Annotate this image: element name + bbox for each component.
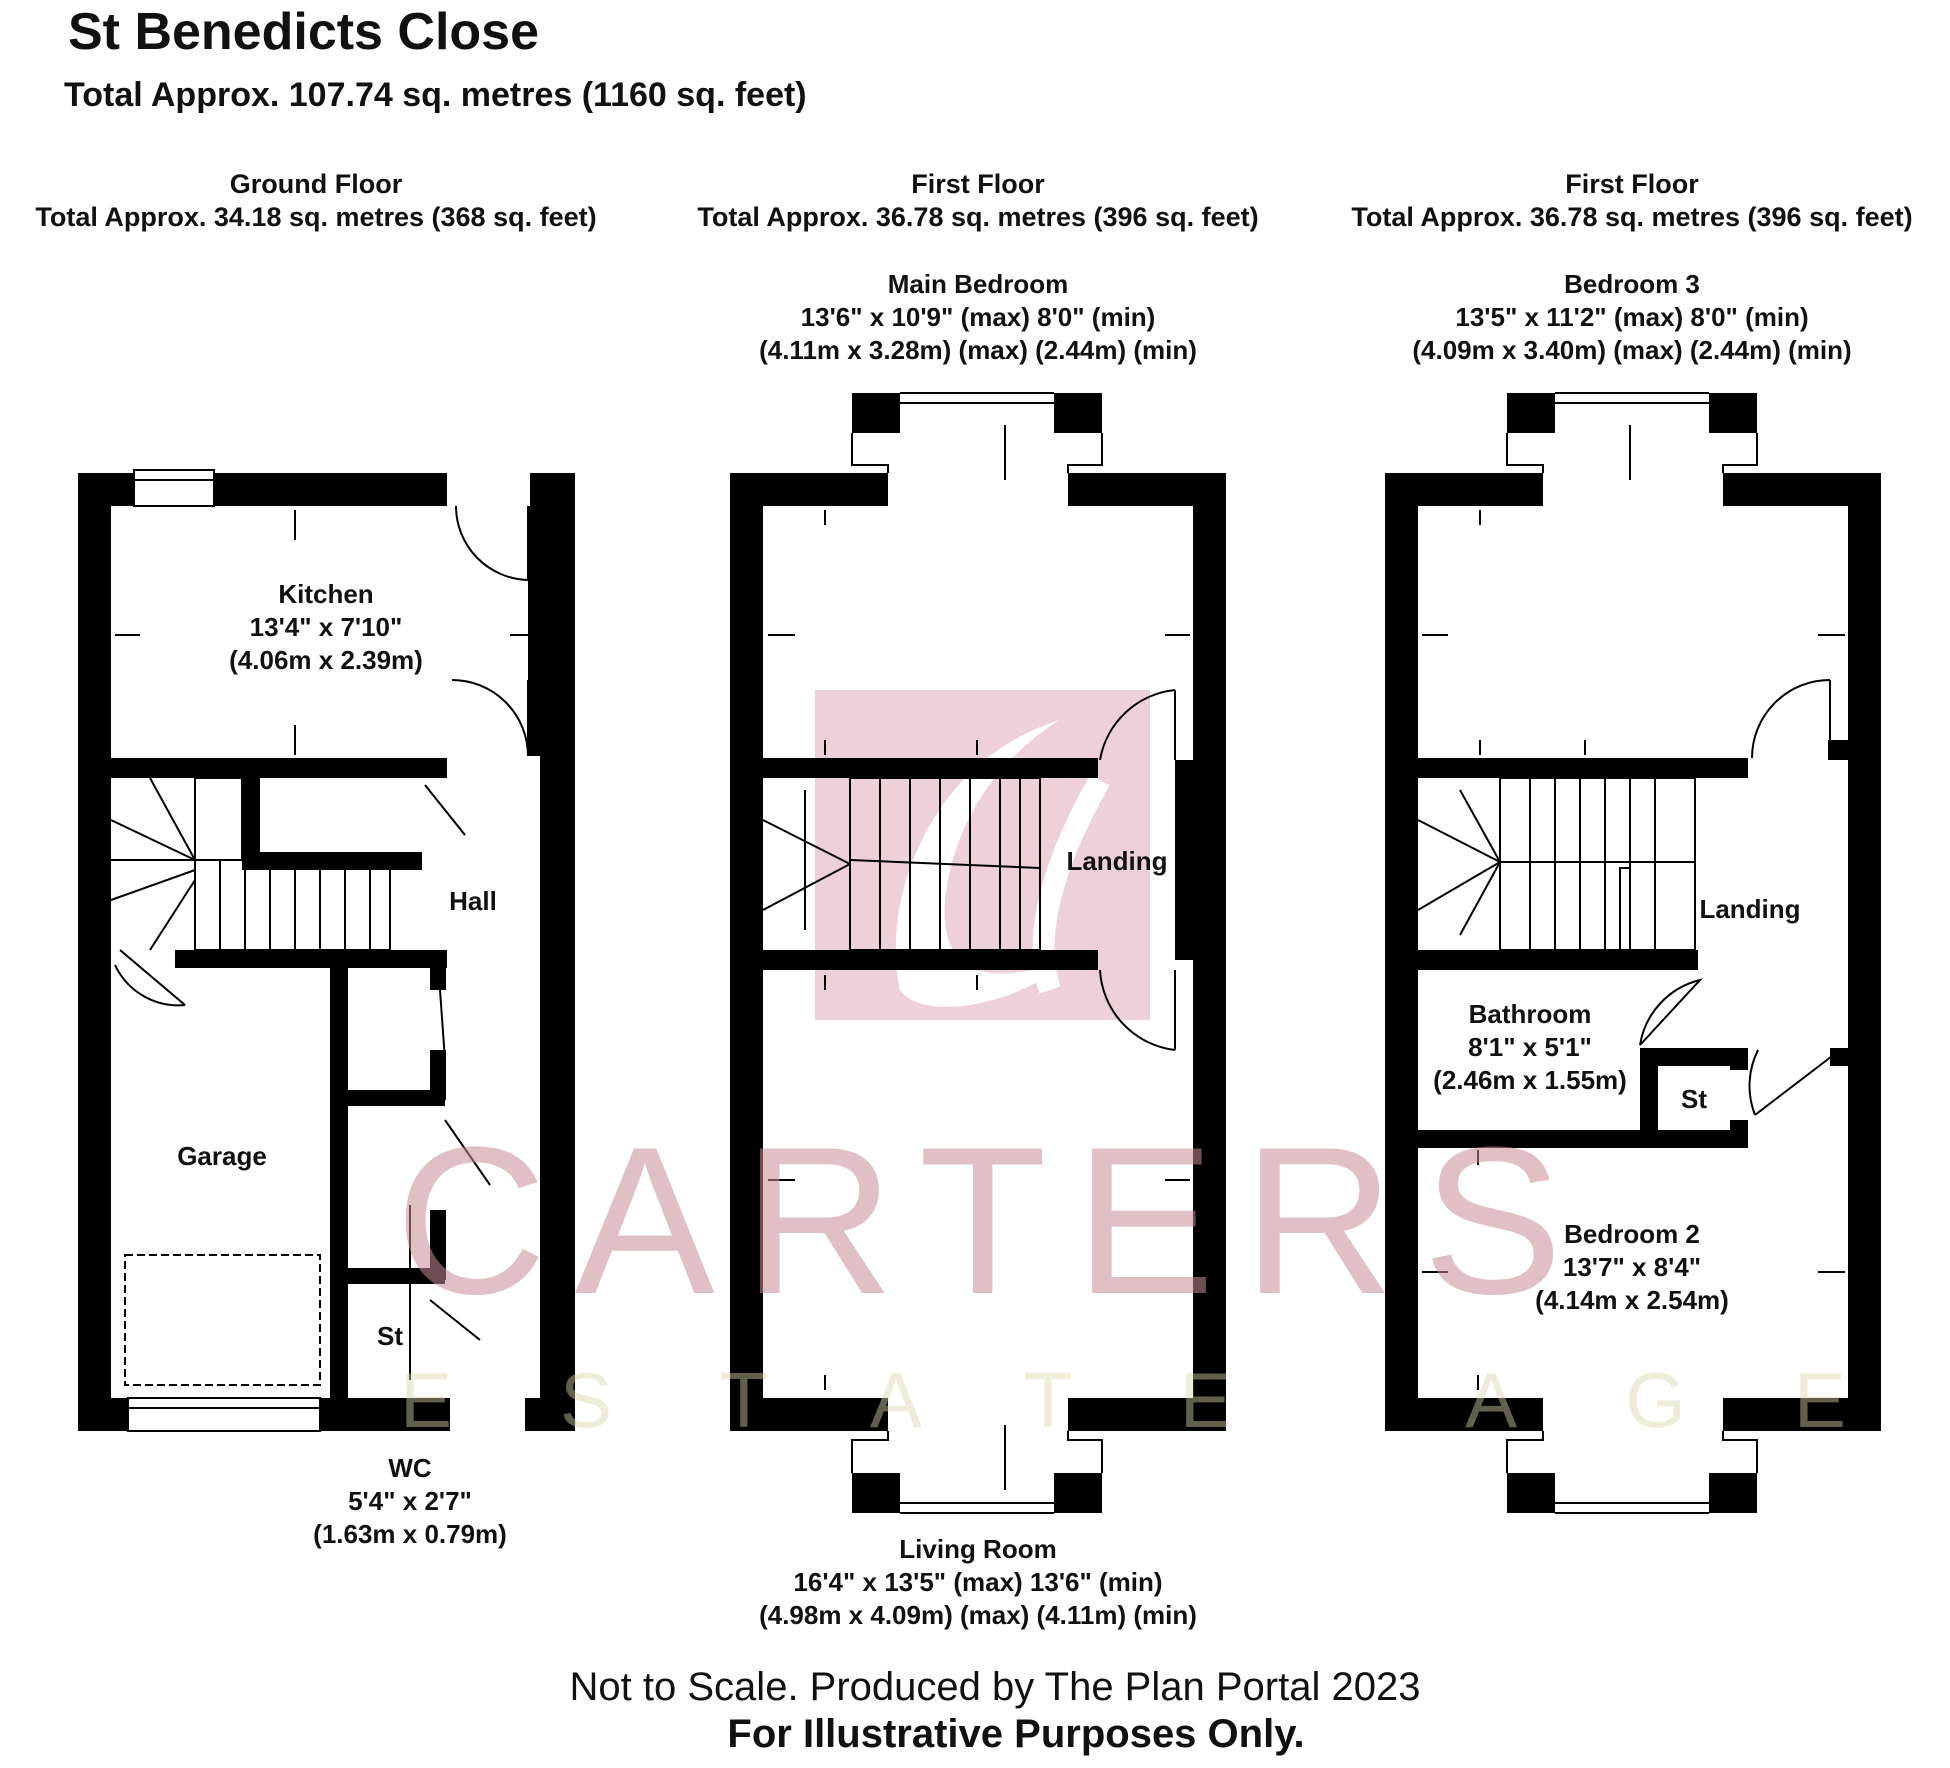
room-store-ground: St	[377, 1321, 403, 1351]
floor-area: Total Approx. 36.78 sq. metres (396 sq. …	[697, 202, 1259, 232]
room-dims-imperial: 13'7" x 8'4"	[1562, 1252, 1702, 1282]
floor-header-ground: Ground Floor Total Approx. 34.18 sq. met…	[35, 168, 596, 234]
watermark-tagline: ESTATE AGENTS	[400, 1356, 1950, 1444]
room-dims-metric: (4.14m x 2.54m)	[1535, 1285, 1729, 1315]
floor-area: Total Approx. 34.18 sq. metres (368 sq. …	[35, 202, 597, 232]
room-dims-metric: (4.11m x 3.28m) (max) (2.44m) (min)	[759, 335, 1197, 365]
room-kitchen: Kitchen 13'4" x 7'10" (4.06m x 2.39m)	[229, 578, 423, 677]
room-dims-imperial: 13'4" x 7'10"	[249, 612, 403, 642]
watermark-brand: CARTERS	[395, 1103, 1591, 1338]
room-name: Kitchen	[278, 579, 374, 609]
room-dims-imperial: 8'1" x 5'1"	[1468, 1032, 1592, 1062]
ground-floor-details	[110, 469, 535, 1432]
footer-disclaimer: Not to Scale. Produced by The Plan Porta…	[569, 1665, 1421, 1709]
room-landing-first-a: Landing	[1066, 846, 1168, 876]
floor-header-first-b: First Floor Total Approx. 36.78 sq. metr…	[1351, 168, 1912, 234]
room-dims-imperial: 13'5" x 11'2" (max) 8'0" (min)	[1455, 302, 1809, 332]
first-floor-plan-b	[1385, 393, 1881, 1513]
room-name: WC	[388, 1453, 432, 1483]
floor-name: First Floor	[1565, 169, 1699, 199]
room-dims-imperial: 16'4" x 13'5" (max) 13'6" (min)	[793, 1567, 1163, 1597]
room-name: Living Room	[899, 1534, 1057, 1564]
first-floor-plan-a	[730, 393, 1226, 1513]
room-dims-metric: (4.06m x 2.39m)	[229, 645, 423, 675]
room-landing-first-b: Landing	[1699, 894, 1801, 924]
room-bedroom-2: Bedroom 2 13'7" x 8'4" (4.14m x 2.54m)	[1535, 1218, 1729, 1317]
floor-header-first-a: First Floor Total Approx. 36.78 sq. metr…	[697, 168, 1258, 234]
room-name: Bedroom 3	[1564, 269, 1700, 299]
room-dims-metric: (2.46m x 1.55m)	[1433, 1065, 1627, 1095]
page-title: St Benedicts Close	[68, 3, 540, 61]
first-floor-b-details	[1417, 392, 1845, 1514]
room-name: Bedroom 2	[1564, 1219, 1700, 1249]
room-hall: Hall	[449, 886, 497, 916]
room-name: Bathroom	[1468, 999, 1592, 1029]
room-name: Main Bedroom	[887, 269, 1069, 299]
room-dims-metric: (1.63m x 0.79m)	[313, 1519, 507, 1549]
room-living-room: Living Room 16'4" x 13'5" (max) 13'6" (m…	[759, 1533, 1197, 1632]
floor-name: Ground Floor	[229, 169, 403, 199]
footer-illustrative: For Illustrative Purposes Only.	[727, 1712, 1305, 1756]
ground-floor-plan	[78, 473, 575, 1431]
room-garage: Garage	[177, 1141, 267, 1171]
room-main-bedroom: Main Bedroom 13'6" x 10'9" (max) 8'0" (m…	[759, 268, 1197, 367]
room-dims-imperial: 13'6" x 10'9" (max) 8'0" (min)	[800, 302, 1156, 332]
room-store-first: St	[1681, 1084, 1707, 1114]
floor-name: First Floor	[911, 169, 1045, 199]
room-dims-imperial: 5'4" x 2'7"	[348, 1486, 472, 1516]
room-wc: WC 5'4" x 2'7" (1.63m x 0.79m)	[313, 1452, 507, 1551]
room-dims-metric: (4.98m x 4.09m) (max) (4.11m) (min)	[759, 1600, 1197, 1630]
floor-area: Total Approx. 36.78 sq. metres (396 sq. …	[1351, 202, 1913, 232]
room-bathroom: Bathroom 8'1" x 5'1" (2.46m x 1.55m)	[1433, 998, 1627, 1097]
total-area: Total Approx. 107.74 sq. metres (1160 sq…	[64, 76, 807, 114]
room-bedroom-3: Bedroom 3 13'5" x 11'2" (max) 8'0" (min)…	[1412, 268, 1851, 367]
first-floor-a-details	[762, 392, 1190, 1514]
room-dims-metric: (4.09m x 3.40m) (max) (2.44m) (min)	[1412, 335, 1852, 365]
